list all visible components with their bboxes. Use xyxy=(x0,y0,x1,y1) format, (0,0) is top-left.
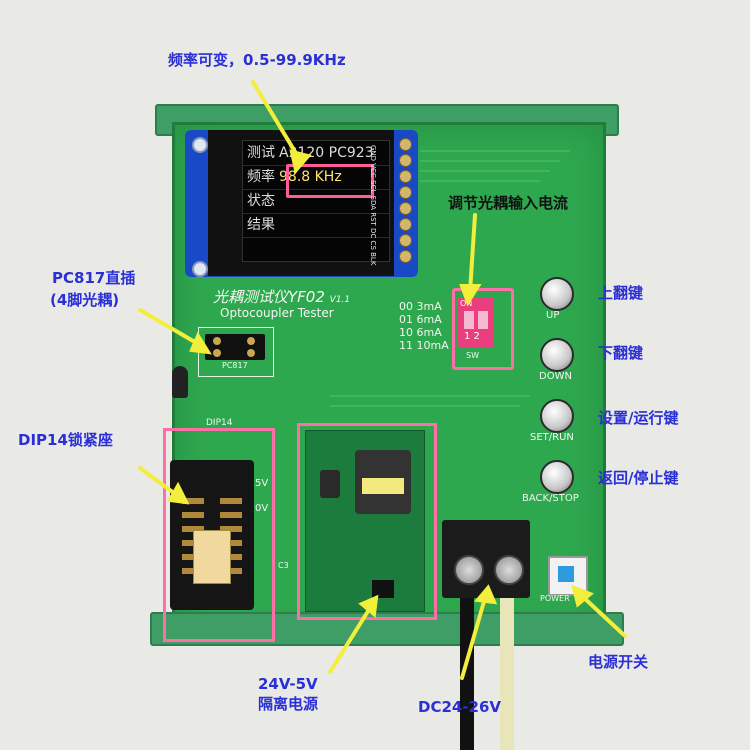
current-row: 00 3mA xyxy=(399,300,442,313)
pcb-trace xyxy=(330,405,520,407)
back-stop-button[interactable] xyxy=(540,460,574,494)
lcd-row-result: 结果 xyxy=(243,213,389,238)
capacitor xyxy=(320,470,340,498)
up-button-label: UP xyxy=(546,310,560,321)
dip-on-label: ON xyxy=(460,299,473,308)
arrow-pc817-head xyxy=(189,331,212,355)
callout-set: 设置/运行键 xyxy=(598,409,679,427)
callout-pc817-2: (4脚光耦) xyxy=(50,291,120,309)
board-title: 光耦测试仪YF02 V1.1 xyxy=(213,288,351,306)
down-button-label: DOWN xyxy=(539,371,572,382)
dip-switch-highlight xyxy=(452,288,514,370)
arrow-dc-head xyxy=(474,584,498,605)
arrow-dip14 xyxy=(138,466,180,498)
pcb-trace xyxy=(420,170,550,172)
pcb-trace xyxy=(330,395,530,397)
terminal-screw[interactable] xyxy=(454,555,484,585)
arrow-current-head xyxy=(459,284,482,307)
power-module-highlight xyxy=(297,423,437,620)
arrow-psu xyxy=(328,606,372,674)
callout-dc: DC24-26V xyxy=(418,698,502,716)
pcb-trace xyxy=(420,150,570,152)
regulator-ic xyxy=(372,580,394,598)
arrow-freq xyxy=(251,80,302,162)
callout-power-module-2: 隔离电源 xyxy=(258,695,319,713)
callout-power-module-1: 24V-5V xyxy=(258,675,318,693)
board-title-en: Optocoupler Tester xyxy=(220,306,334,320)
led-indicator xyxy=(172,366,188,398)
white-wire xyxy=(500,598,514,750)
arrow-pc817 xyxy=(138,308,202,347)
terminal-screw[interactable] xyxy=(494,555,524,585)
dip14-highlight xyxy=(163,428,275,642)
callout-power-switch: 电源开关 xyxy=(588,653,649,671)
callout-pc817-1: PC817直插 xyxy=(52,269,136,287)
power-silk: POWER xyxy=(540,594,570,603)
dip-lever-2[interactable] xyxy=(478,311,488,329)
dip-numbers: 1 2 xyxy=(464,331,480,342)
frequency-highlight-box xyxy=(286,164,374,198)
arrow-psu-head xyxy=(358,594,379,618)
transformer-core xyxy=(362,478,404,494)
lcd-header-pins xyxy=(395,136,415,271)
back-stop-button-label: BACK/STOP xyxy=(522,493,579,504)
socket-optocoupler-chip xyxy=(193,530,231,584)
0v-silk: 0V xyxy=(255,503,269,514)
current-row: 11 10mA xyxy=(399,339,449,352)
mounting-hole xyxy=(192,261,208,277)
set-run-button-label: SET/RUN xyxy=(530,432,574,443)
callout-back: 返回/停止键 xyxy=(598,469,679,487)
arrow-current xyxy=(468,213,477,294)
current-row: 01 6mA xyxy=(399,313,442,326)
set-run-button[interactable] xyxy=(540,399,574,433)
black-wire xyxy=(460,598,474,750)
pc817-silk: PC817 xyxy=(222,361,248,370)
power-switch-button[interactable] xyxy=(558,566,574,582)
callout-frequency: 频率可变，0.5-99.9KHz xyxy=(168,51,346,69)
current-dip-switch[interactable]: ON 1 2 xyxy=(458,297,494,347)
arrow-dip14-head xyxy=(166,481,190,505)
arrow-switch xyxy=(580,594,627,638)
arrow-dc xyxy=(460,596,487,680)
dip-sw-label: SW xyxy=(466,351,479,360)
pcb-trace xyxy=(420,180,540,182)
callout-up: 上翻键 xyxy=(598,284,644,302)
arrow-freq-head xyxy=(289,149,312,175)
5v-silk: 5V xyxy=(255,478,269,489)
lcd-row-status: 状态 xyxy=(243,189,389,214)
callout-down: 下翻键 xyxy=(598,344,644,362)
mounting-hole xyxy=(192,137,208,153)
callout-current: 调节光耦输入电流 xyxy=(448,194,569,212)
callout-dip14: DIP14锁紧座 xyxy=(18,431,113,449)
pcb-trace xyxy=(420,160,560,162)
dip-lever-1[interactable] xyxy=(464,311,474,329)
up-button[interactable] xyxy=(540,277,574,311)
current-row: 10 6mA xyxy=(399,326,442,339)
down-button[interactable] xyxy=(540,338,574,372)
dip14-silk: DIP14 xyxy=(206,418,233,428)
c3-silk: C3 xyxy=(278,561,289,570)
arrow-switch-head xyxy=(571,584,594,608)
pc817-socket[interactable] xyxy=(205,334,265,360)
